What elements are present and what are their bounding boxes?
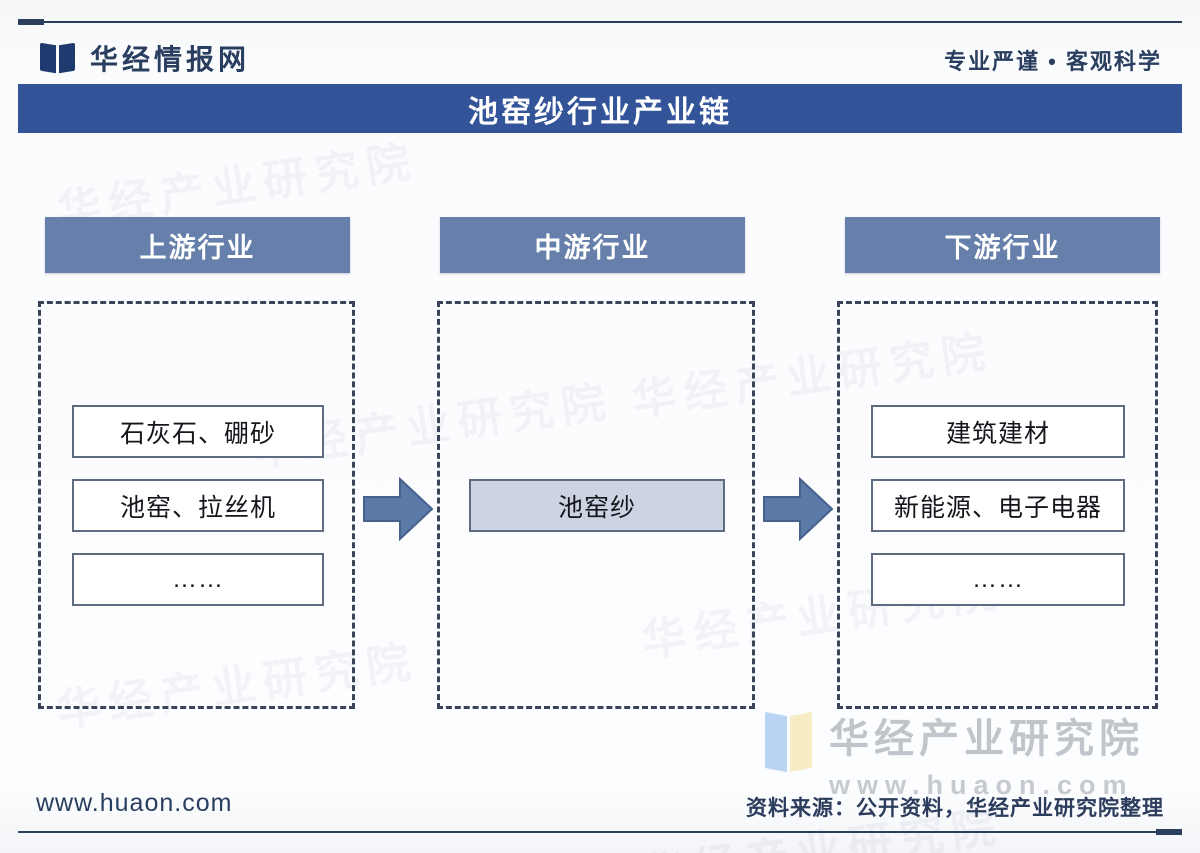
top-rule	[18, 19, 1182, 25]
item-box-kiln-drawing-machine: 池窑、拉丝机	[72, 479, 324, 532]
column-header-upstream: 上游行业	[45, 217, 350, 273]
huajing-logo-icon	[38, 41, 78, 75]
bottom-rule	[18, 829, 1182, 835]
brand: 华经情报网	[38, 38, 250, 78]
item-box-ellipsis: ……	[871, 553, 1125, 606]
arrow-right-icon	[763, 477, 834, 541]
brand-name: 华经情报网	[90, 44, 251, 75]
brand-slogan: 专业严谨 • 客观科学	[944, 49, 1162, 74]
title-bar: 池窑纱行业产业链	[18, 84, 1182, 133]
item-box-new-energy-electronics: 新能源、电子电器	[871, 479, 1125, 532]
item-box-pool-kiln-yarn: 池窑纱	[469, 479, 725, 532]
upstream-container	[38, 301, 355, 709]
item-box-limestone-borax: 石灰石、硼砂	[72, 405, 324, 458]
item-box-construction-materials: 建筑建材	[871, 405, 1125, 458]
arrow-right-icon	[363, 477, 434, 541]
column-header-label: 上游行业	[139, 232, 256, 263]
column-header-downstream: 下游行业	[845, 217, 1160, 273]
column-header-midstream: 中游行业	[440, 217, 745, 273]
page-title: 池窑纱行业产业链	[468, 95, 732, 129]
huaon-logo-icon	[763, 710, 815, 776]
footer-website-link[interactable]: www.huaon.com	[36, 789, 233, 817]
downstream-container	[837, 301, 1158, 709]
huaon-watermark: 华经产业研究院 www.huaon.com	[763, 706, 1144, 801]
watermark-url: www.huaon.com	[829, 770, 1134, 800]
midstream-container	[437, 301, 755, 709]
watermark-name: 华经产业研究院	[829, 717, 1144, 761]
column-header-label: 下游行业	[944, 232, 1061, 263]
footer-source-note: 资料来源：公开资料，华经产业研究院整理	[746, 797, 1164, 820]
item-box-ellipsis: ……	[72, 553, 324, 606]
column-header-label: 中游行业	[534, 232, 651, 263]
